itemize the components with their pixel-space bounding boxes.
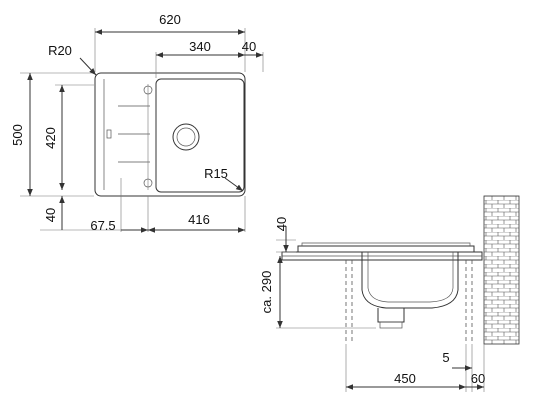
dim-label-tap-offset: 67.5 — [90, 218, 115, 233]
dim-label-corner-radius: R20 — [48, 43, 72, 58]
leader-r20 — [79, 57, 97, 76]
dim-label-bowl-radius: R15 — [204, 166, 228, 181]
bowl-section — [361, 252, 459, 309]
bowl-outline — [155, 78, 245, 193]
dim-label-wall-gap: 5 — [442, 350, 449, 365]
dim-label-bowl-width: 340 — [189, 39, 211, 54]
brick-wall — [483, 195, 520, 345]
dim-label-rim-right: 40 — [242, 39, 256, 54]
drain-outer — [172, 123, 200, 151]
dim-label-cabinet-width: 450 — [394, 371, 416, 386]
dim-label-height-total: 500 — [10, 124, 25, 146]
drain-inner — [176, 127, 196, 147]
dim-label-rim-bottom: 40 — [43, 208, 58, 222]
leader-r15 — [224, 177, 244, 192]
dim-label-depth: ca. 290 — [259, 271, 274, 314]
sink-outline — [94, 72, 246, 197]
overflow-slot — [106, 129, 112, 139]
top-view: 620 340 40 R20 500 420 40 67.5 416 R15 — [10, 12, 264, 233]
drain-waste — [377, 308, 405, 323]
dim-label-rim-thickness: 40 — [274, 217, 289, 231]
side-view: 40 ca. 290 5 450 60 — [259, 195, 520, 392]
dim-label-inner-height: 420 — [43, 127, 58, 149]
dim-label-width-total: 620 — [159, 12, 181, 27]
dim-label-wall-offset: 60 — [471, 371, 485, 386]
dim-label-base-width: 416 — [188, 212, 210, 227]
sink-rim — [297, 245, 475, 252]
